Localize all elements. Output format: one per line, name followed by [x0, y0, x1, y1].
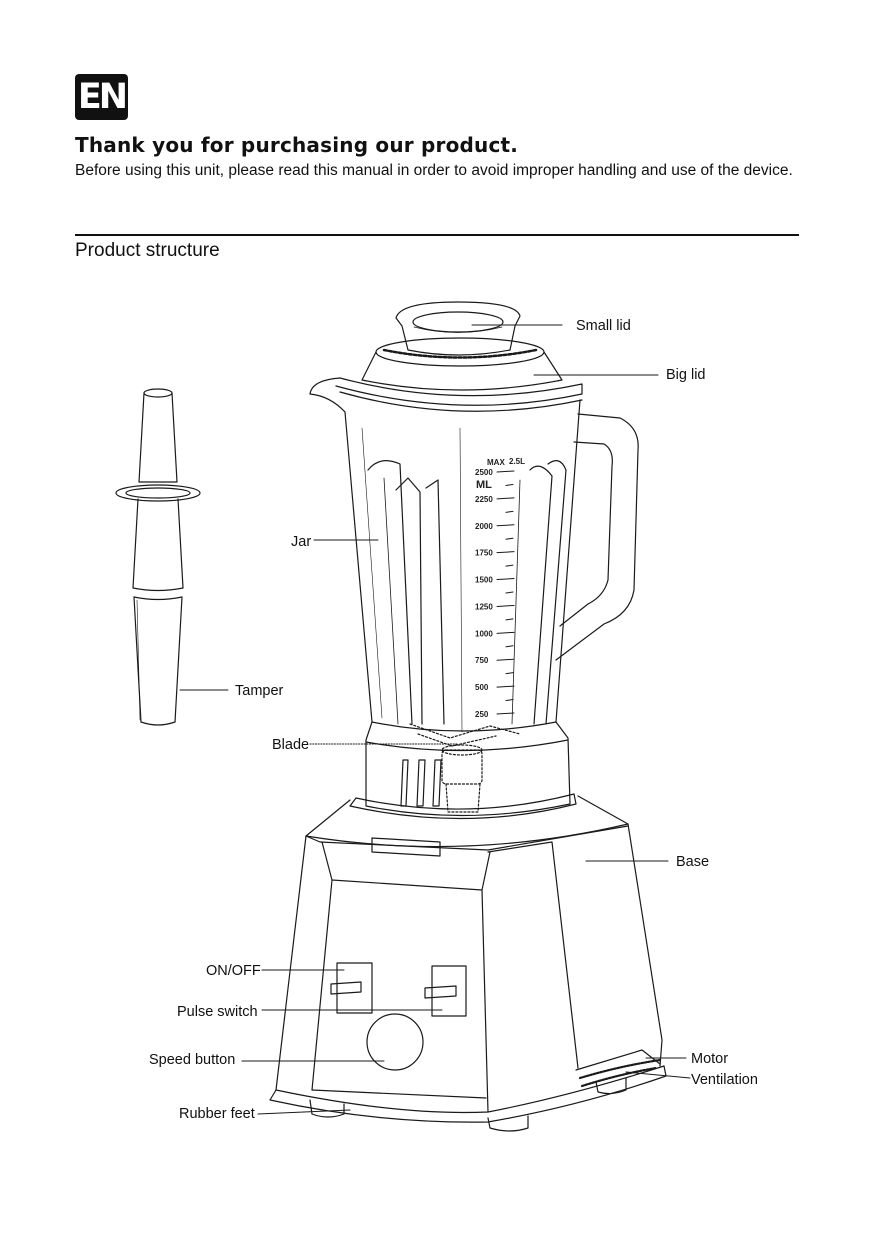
scale-minor-tick: [505, 483, 514, 486]
part-labels: Small lid Big lid Jar Tamper Blade Base …: [149, 318, 758, 1122]
leader-lines: [179, 324, 691, 1115]
label-base: Base: [676, 854, 709, 870]
scale-mark-label: 2500: [475, 468, 493, 477]
scale-mark-label: 2250: [475, 495, 493, 504]
scale-minor-tick: [505, 510, 514, 513]
scale-minor-tick: [505, 672, 514, 675]
language-badge: EN: [75, 74, 128, 120]
scale-mark-tick: [496, 658, 515, 661]
scale-mark-tick: [496, 578, 515, 581]
label-speed-button: Speed button: [149, 1052, 235, 1068]
scale-mark-tick: [496, 604, 515, 607]
label-blade: Blade: [272, 737, 309, 753]
label-rubber-feet: Rubber feet: [179, 1106, 255, 1122]
scale-mark-tick: [496, 551, 515, 554]
scale-mark-tick: [496, 631, 515, 634]
page-title: Thank you for purchasing our product.: [75, 133, 519, 157]
scale-minor-tick: [505, 645, 514, 648]
label-on-off: ON/OFF: [206, 963, 261, 979]
intro-paragraph: Before using this unit, please read this…: [75, 162, 793, 179]
scale-mark-tick: [496, 712, 515, 715]
scale-mark-label: 1000: [475, 629, 493, 638]
label-tamper: Tamper: [235, 683, 284, 699]
scale-mark-tick: [496, 497, 515, 500]
label-motor: Motor: [691, 1051, 728, 1067]
label-pulse-switch: Pulse switch: [177, 1004, 258, 1020]
scale-mark-label: 1250: [475, 602, 493, 611]
scale-minor-tick: [505, 618, 514, 621]
jar-measurement-scale: MAX 2.5L ML 2500 2250 2000 1750 1500 1250 1000…: [475, 457, 525, 719]
scale-mark-tick: [496, 524, 515, 527]
scale-mark-tick: [496, 685, 515, 688]
scale-max: MAX: [487, 458, 505, 467]
scale-capacity: 2.5L: [509, 457, 525, 466]
scale-unit: ML: [476, 479, 492, 491]
scale-mark-tick: [496, 470, 515, 473]
scale-minor-tick: [505, 564, 514, 567]
scale-minor-tick: [505, 537, 514, 540]
scale-mark-label: 250: [475, 710, 489, 719]
tamper-illustration: [115, 388, 201, 726]
label-big-lid: Big lid: [666, 367, 706, 383]
label-small-lid: Small lid: [576, 318, 631, 334]
section-title: Product structure: [75, 240, 220, 261]
base-illustration: [269, 795, 667, 1132]
label-ventilation: Ventilation: [691, 1072, 758, 1088]
label-jar: Jar: [291, 534, 311, 550]
scale-minor-tick: [505, 591, 514, 594]
scale-mark-label: 750: [475, 656, 489, 665]
scale-mark-label: 500: [475, 683, 489, 692]
scale-mark-label: 1750: [475, 549, 493, 558]
scale-minor-tick: [505, 699, 514, 702]
section-divider: [75, 234, 799, 236]
scale-mark-label: 2000: [475, 522, 493, 531]
scale-mark-label: 1500: [475, 576, 493, 585]
jar-illustration: [309, 301, 639, 820]
